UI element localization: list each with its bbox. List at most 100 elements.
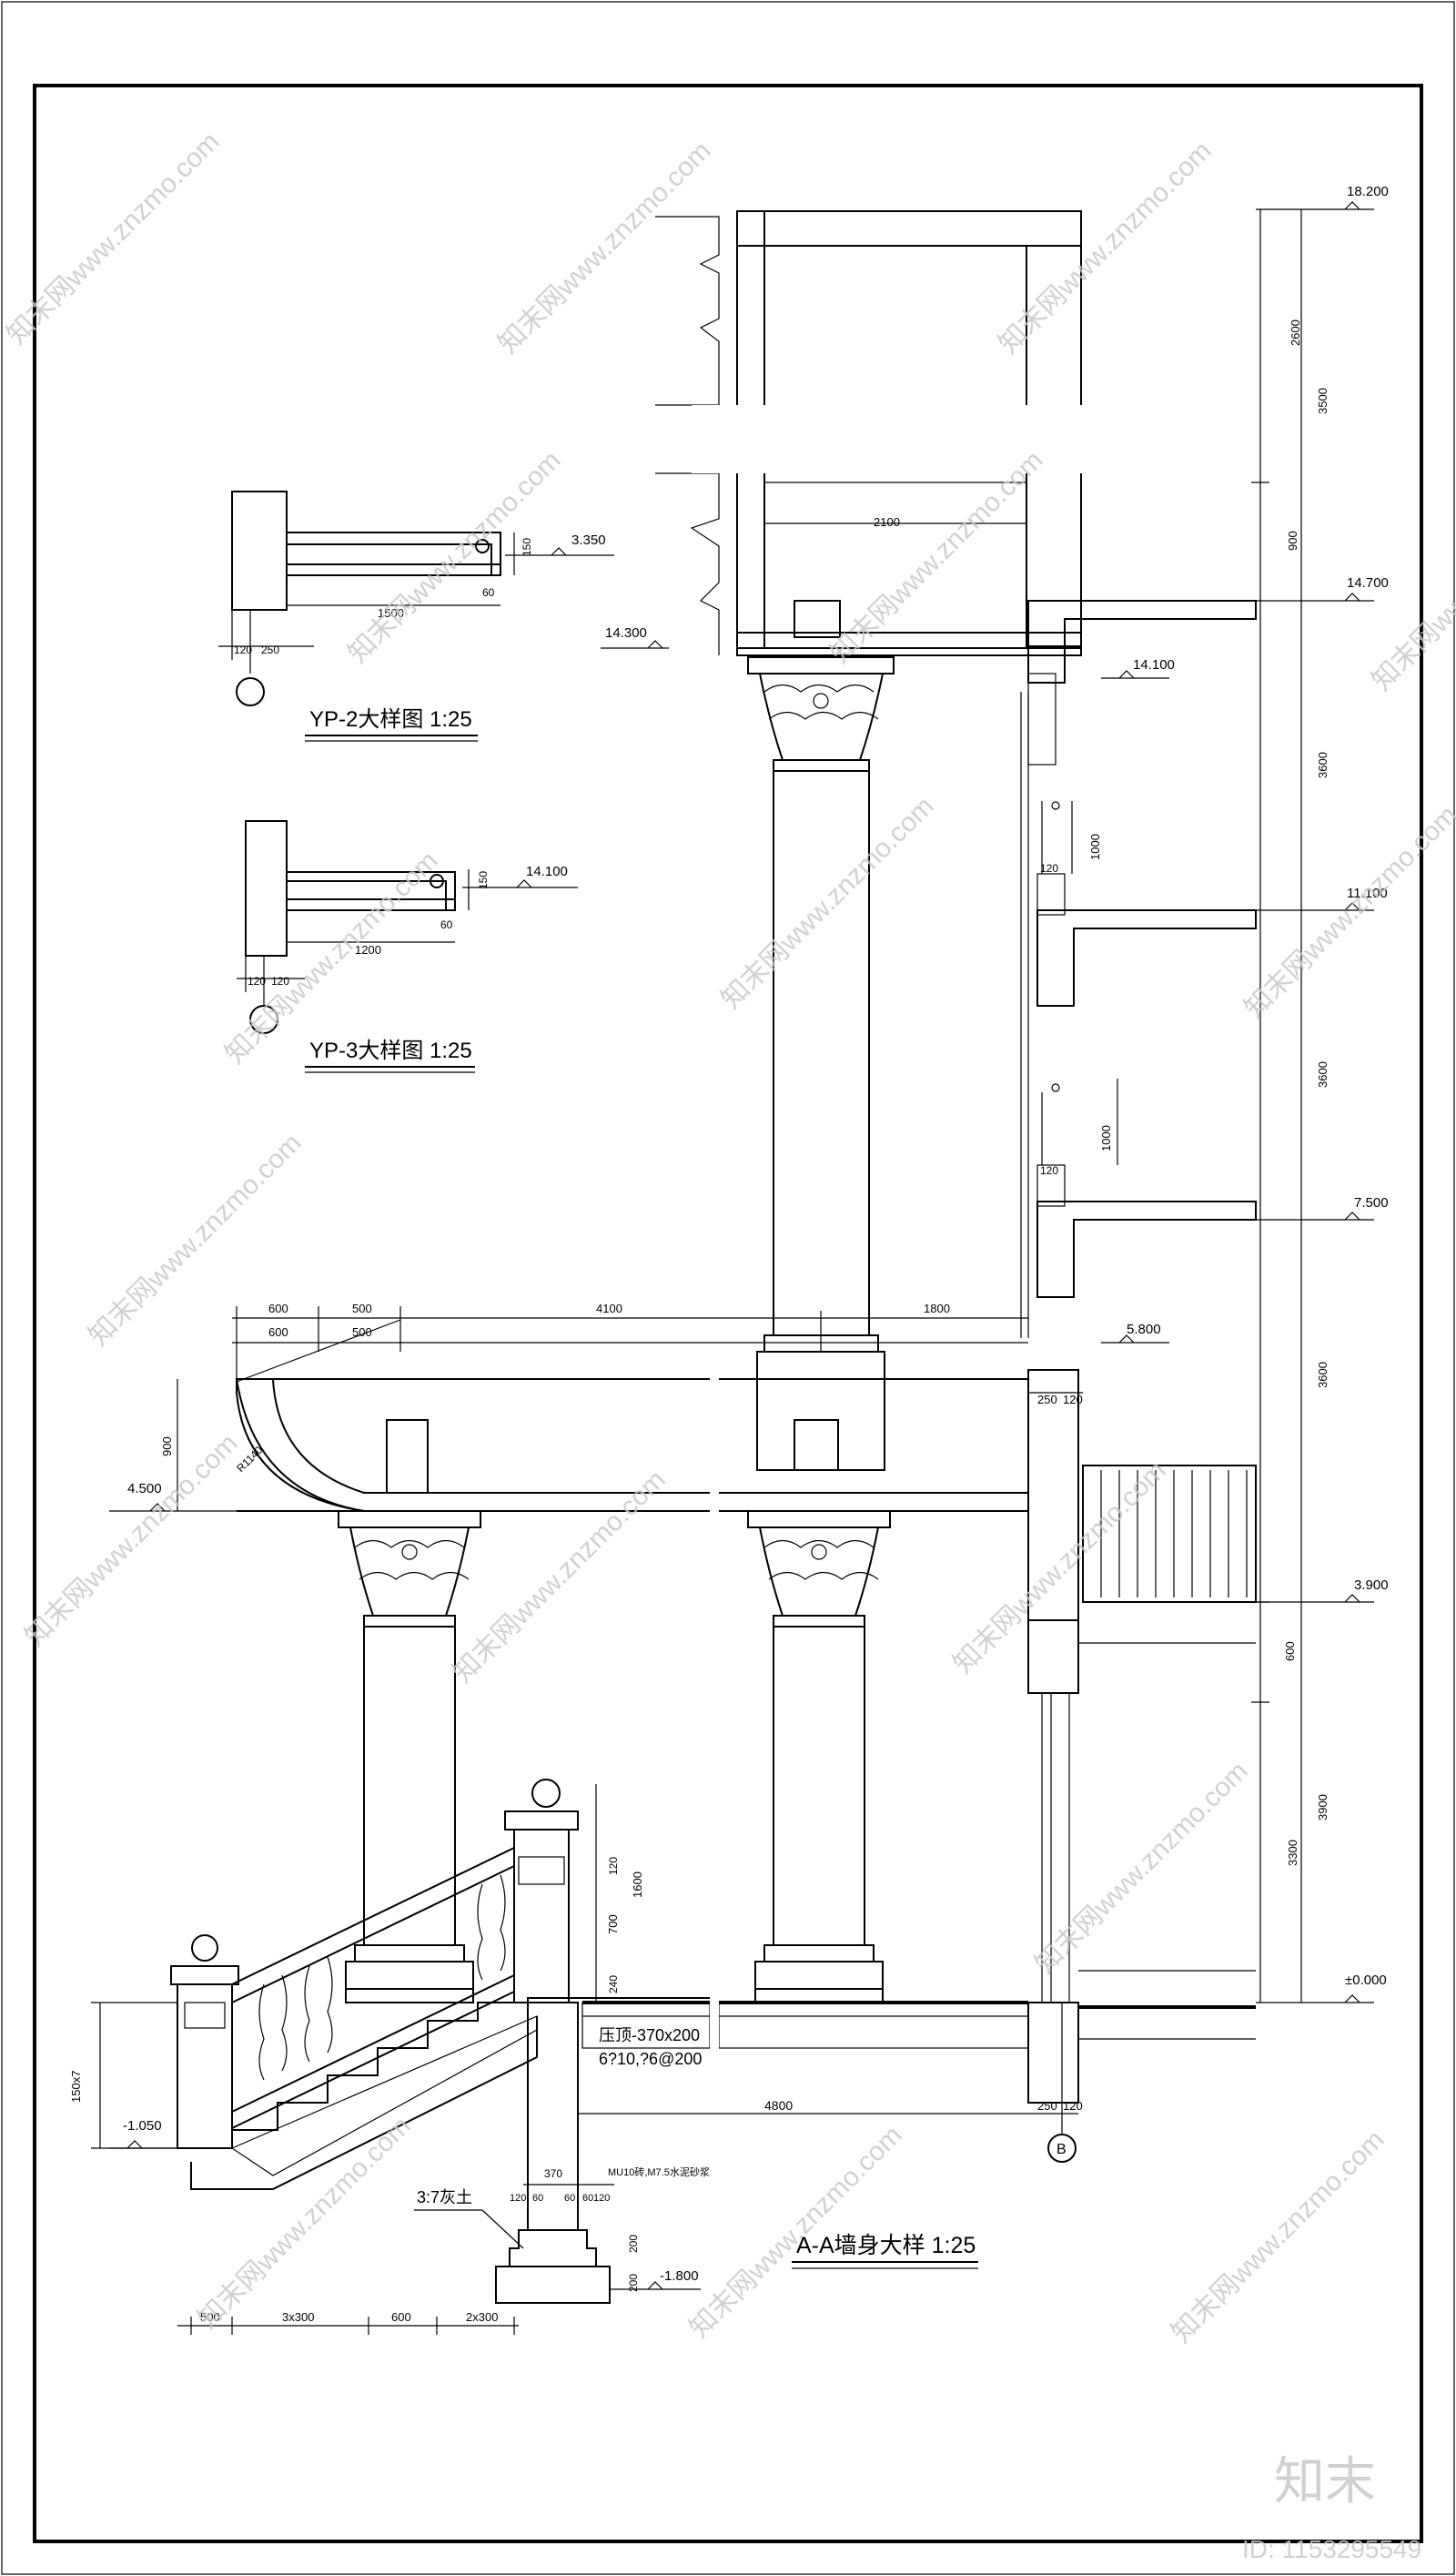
dim-2x300: 2x300 bbox=[466, 2310, 498, 2324]
note-masonry: MU10砖,M7.5水泥砂浆 bbox=[608, 2165, 710, 2178]
dim-1000b: 1000 bbox=[1099, 1125, 1113, 1151]
section-title: A-A墙身大样 1:25 bbox=[796, 2233, 976, 2258]
watermark-11: 知末网www.znzmo.com bbox=[448, 1465, 672, 1689]
yp2-dim-1500: 1500 bbox=[378, 606, 404, 620]
yp2-axis-bubble bbox=[236, 677, 265, 706]
dim-250-bottom: 250 bbox=[1037, 2099, 1057, 2113]
elev-n1800: -1.800 bbox=[660, 2268, 699, 2284]
dim-120-found: 120 bbox=[510, 2193, 526, 2204]
dim-370: 370 bbox=[544, 2167, 562, 2180]
watermark-id: ID: 1153295549 bbox=[1242, 2535, 1421, 2563]
yp2-dim-150: 150 bbox=[521, 538, 533, 556]
watermark-2: 知末网www.znzmo.com bbox=[493, 136, 717, 360]
note-rebar: 6?10,?6@200 bbox=[599, 2050, 702, 2068]
watermarks: 知末网www.znzmo.com 知末网www.znzmo.com 知末网www… bbox=[2, 127, 1456, 2563]
dim-600-top: 600 bbox=[268, 1302, 288, 1315]
elev-7500: 7.500 bbox=[1354, 1195, 1389, 1211]
bottom-dims: 500 3x300 600 2x300 A-A墙身大样 1:25 bbox=[177, 2233, 978, 2335]
dim-500-bottom: 500 bbox=[200, 2310, 220, 2324]
dim-120b: 120 bbox=[1040, 1164, 1058, 1177]
yp3-axis-bubble bbox=[249, 1005, 278, 1034]
dim-600-bottom: 600 bbox=[391, 2310, 411, 2324]
dim-600: 600 bbox=[1283, 1641, 1297, 1661]
dim-3900: 3900 bbox=[1316, 1794, 1330, 1820]
dim-900: 900 bbox=[1286, 531, 1299, 551]
dim-240: 240 bbox=[607, 1975, 620, 1993]
dim-60b: 60 bbox=[564, 2193, 575, 2204]
dim-250: 250 bbox=[1037, 1393, 1057, 1406]
dim-60a: 60 bbox=[532, 2193, 543, 2204]
elev-14300: 14.300 bbox=[605, 625, 647, 641]
watermark-16: 知末网www.znzmo.com bbox=[684, 2120, 908, 2344]
elev-14100: 14.100 bbox=[1133, 657, 1175, 673]
dim-1600: 1600 bbox=[631, 1871, 644, 1898]
elev-3900: 3.900 bbox=[1354, 1577, 1389, 1593]
dim-120-bottom: 120 bbox=[1063, 2099, 1083, 2113]
right-dim-chain: 2600 3500 900 3600 3600 3600 600 3300 39… bbox=[1251, 209, 1330, 2003]
dim-2600: 2600 bbox=[1289, 319, 1302, 346]
watermark-8: 知末网www.znzmo.com bbox=[716, 791, 940, 1015]
yp3-dim-120b: 120 bbox=[271, 975, 289, 988]
watermark-17: 知末网www.znzmo.com bbox=[1167, 2125, 1390, 2348]
elev-18200: 18.200 bbox=[1347, 184, 1389, 199]
elev-5800: 5.800 bbox=[1127, 1322, 1161, 1337]
dim-4100: 4100 bbox=[596, 1302, 622, 1315]
elev-11100: 11.100 bbox=[1347, 886, 1388, 901]
top-dim-chain: 600 500 600 500 4100 1800 900 bbox=[160, 1302, 1028, 1511]
watermark-9: 知末网www.znzmo.com bbox=[1239, 800, 1456, 1024]
right-balusters bbox=[1100, 1470, 1248, 1597]
yp2-dim-60: 60 bbox=[482, 586, 495, 599]
dim-120-found2: 120 bbox=[593, 2193, 610, 2204]
lower-column-right bbox=[747, 1510, 891, 2003]
dim-500-top: 500 bbox=[352, 1302, 372, 1315]
dim-120c: 120 bbox=[1063, 1393, 1083, 1406]
watermark-5: 知末网www.znzmo.com bbox=[825, 445, 1049, 669]
yp2-title: YP-2大样图 1:25 bbox=[309, 707, 472, 732]
yp3-dim-1200: 1200 bbox=[355, 943, 381, 957]
dim-200a: 200 bbox=[627, 2235, 640, 2253]
dim-4800: 4800 bbox=[764, 2098, 793, 2113]
dim-120-stair: 120 bbox=[607, 1857, 620, 1875]
watermark-12: 知末网www.znzmo.com bbox=[948, 1455, 1172, 1679]
dim-700: 700 bbox=[606, 1914, 620, 1934]
dim-1000a: 1000 bbox=[1088, 834, 1102, 860]
dim-3600a: 3600 bbox=[1316, 752, 1330, 778]
lower-column-left bbox=[338, 1510, 481, 2003]
dim-500-mid: 500 bbox=[352, 1325, 372, 1339]
yp2-dim-250: 250 bbox=[261, 644, 279, 656]
elev-0000: ±0.000 bbox=[1345, 1973, 1387, 1988]
dim-60c: 60 bbox=[582, 2193, 593, 2204]
dim-3600c: 3600 bbox=[1316, 1362, 1330, 1388]
watermark-13: 知末网www.znzmo.com bbox=[20, 1428, 244, 1652]
watermark-15: 知末网www.znzmo.com bbox=[193, 2111, 417, 2335]
note-soil: 3:7灰土 bbox=[417, 2188, 472, 2206]
stair-balusters bbox=[258, 1874, 506, 2081]
dim-3500: 3500 bbox=[1316, 388, 1330, 414]
misc-dims: 1000 120 1000 120 250 120 120 700 1600 2… bbox=[510, 801, 1118, 2292]
axis-label-b: B bbox=[1057, 2142, 1067, 2157]
elev-14700: 14.700 bbox=[1347, 575, 1389, 591]
yp3-dim-120a: 120 bbox=[248, 975, 266, 988]
dim-3x300: 3x300 bbox=[282, 2310, 314, 2324]
elev-4500: 4.500 bbox=[127, 1481, 162, 1496]
foundation: 压顶-370x200 6?10,?6@200 MU10砖,M7.5水泥砂浆 3:… bbox=[414, 1993, 1256, 2304]
yp3-dim-150: 150 bbox=[477, 871, 490, 889]
structure-right bbox=[1020, 600, 1257, 2104]
dim-900-left: 900 bbox=[160, 1436, 174, 1456]
elevation-markers: 18.200 14.700 14.300 14.100 11.100 7.500… bbox=[109, 184, 1389, 2290]
axis-bubble-b bbox=[1047, 2134, 1077, 2163]
dim-150x7: 150x7 bbox=[69, 2071, 83, 2103]
watermark-14: 知末网www.znzmo.com bbox=[1030, 1756, 1254, 1980]
dim-1800: 1800 bbox=[924, 1302, 950, 1315]
stair: 150x7 bbox=[69, 1779, 719, 2190]
dim-3300: 3300 bbox=[1286, 1840, 1299, 1866]
yp3-detail: 14.100 150 60 1200 120 120 YP-3大样图 1:25 bbox=[237, 820, 578, 1073]
watermark-logo: 知末 bbox=[1274, 2452, 1376, 2510]
parapet-box: 2100 bbox=[655, 210, 1165, 656]
dim-600-mid: 600 bbox=[268, 1325, 288, 1339]
yp2-elev: 3.350 bbox=[571, 532, 606, 548]
yp3-elev: 14.100 bbox=[526, 864, 568, 879]
yp2-detail: 3.350 150 60 1500 120 250 YP-2大样图 1:25 bbox=[218, 491, 614, 742]
